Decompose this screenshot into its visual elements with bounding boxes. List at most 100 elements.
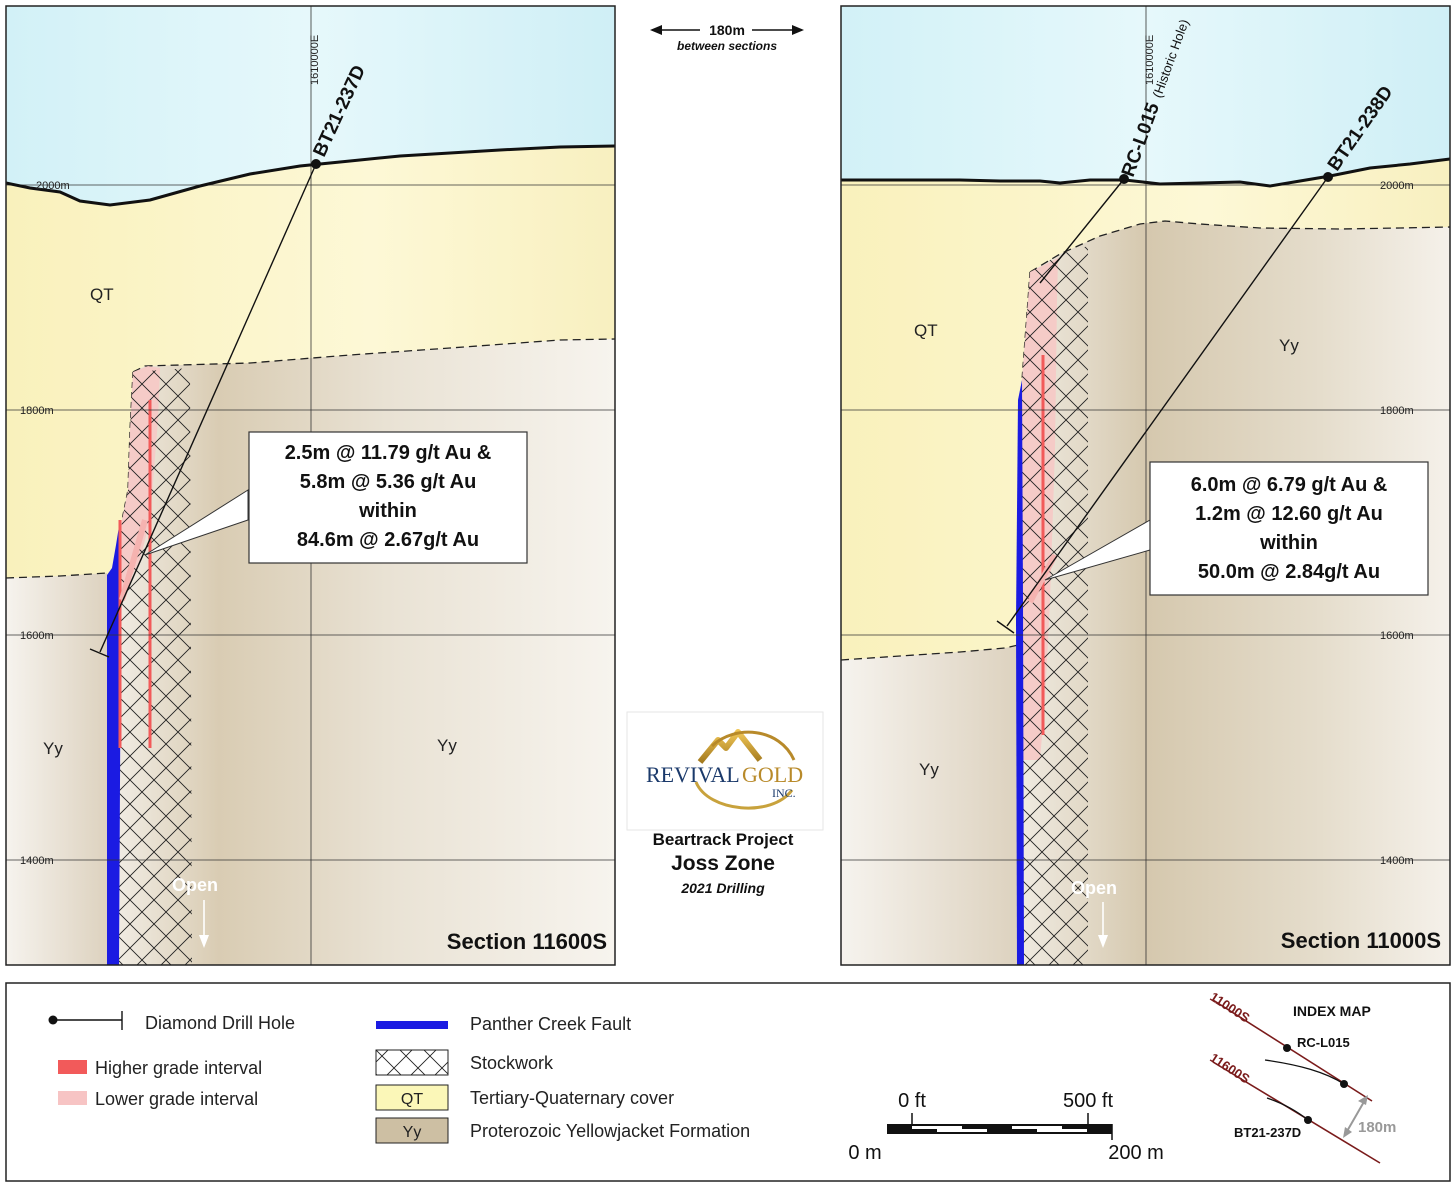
unit-label: Yy [43,739,63,758]
legend-label: Lower grade interval [95,1089,258,1109]
legend-label: Diamond Drill Hole [145,1013,295,1033]
drill-hole-collar [1119,174,1129,184]
index-hole-collar [1283,1044,1291,1052]
yy-qt-contact-lower [6,572,108,579]
scale-m-end: 200 m [1108,1142,1164,1164]
open-label: Open [172,875,218,895]
elevation-labels-right: 2000m 1800m 1600m 1400m [1380,180,1414,867]
drill-hole-trace [1039,178,1125,284]
logo-inc: INC. [772,786,796,800]
project-year: 2021 Drilling [680,880,765,896]
callout-line: 84.6m @ 2.67g/t Au [297,529,479,551]
scale-m-start: 0 m [848,1142,881,1164]
project-zone: Joss Zone [671,852,775,875]
callout-line: within [1259,532,1318,554]
callout-line: 6.0m @ 6.79 g/t Au & [1191,474,1388,496]
scale-bar: 0 ft 500 ft 0 m 200 m [848,1090,1163,1164]
stockwork-zone [1020,246,1088,965]
arrow-left-icon [650,25,662,35]
legend: Diamond Drill Hole Higher grade interval… [5,982,1451,1182]
legend-label: Higher grade interval [95,1058,262,1078]
mountain-icon [697,729,763,764]
callout-pointer [144,489,249,556]
elev-label: 1400m [1380,855,1414,867]
elev-label: 1800m [20,405,54,417]
elev-label: 1600m [20,630,54,642]
index-hole-collar [1340,1080,1348,1088]
scale-ft-start: 0 ft [898,1090,926,1112]
elev-label: 2000m [1380,180,1414,192]
hole-intersection-interval [1027,553,1058,604]
open-label: Open [1071,878,1117,898]
section-grid [841,6,1450,965]
lower-grade-swatch [58,1091,87,1105]
stockwork-swatch [375,1049,449,1076]
swatch-code: QT [401,1091,423,1108]
drill-hole-trace [1006,176,1329,627]
unit-label: QT [914,321,938,340]
panther-creek-fault [1016,380,1024,965]
intercept-callout-left: 2.5m @ 11.79 g/t Au & 5.8m @ 5.36 g/t Au… [248,431,528,564]
swatch-code: Yy [403,1124,422,1141]
yy-swatch [375,1117,449,1144]
spacing-label: 180m [709,22,745,38]
callout-line: within [358,500,417,522]
drill-hole-collar [311,159,321,169]
elevation-labels-left: 2000m 1800m 1600m 1400m [20,180,70,867]
section-11000s [841,6,1450,965]
drill-hole-collar [1323,172,1333,182]
elev-label: 1400m [20,855,54,867]
logo-name-b: GOLD [742,762,803,787]
scale-ft-end: 500 ft [1063,1090,1113,1112]
panther-creek-fault [107,520,121,965]
project-name: Beartrack Project [653,830,794,849]
yy-lower-left-unit [841,645,1018,965]
index-map-title: INDEX MAP [1293,1003,1371,1019]
legend-label: Stockwork [470,1053,554,1073]
unit-label: Yy [437,736,457,755]
ground-surface [6,144,615,207]
section-frame-right [840,5,1451,966]
arrow-right-icon [792,25,804,35]
legend-frame [5,982,1451,1182]
easting-label: 1610000E [1144,35,1156,85]
legend-label: Proterozoic Yellowjacket Formation [470,1121,750,1141]
drill-hole-end [996,620,1015,634]
drill-hole-end [89,648,110,658]
index-hole-label: BT21-237D [1234,1125,1301,1140]
ground-surface [841,157,1450,188]
logo-name-a: REVIVAL [646,762,740,787]
unit-label: Yy [1279,336,1299,355]
qt-swatch [375,1084,449,1111]
index-spacing-label: 180m [1358,1119,1396,1136]
section-title: Section 11000S [1281,928,1441,953]
open-arrowhead [1098,935,1108,948]
callout-line: 2.5m @ 11.79 g/t Au & [285,442,492,464]
drill-hole-trace [99,163,317,653]
spacing-sub-label: between sections [677,39,777,53]
callout-line: 5.8m @ 5.36 g/t Au [300,471,477,493]
unit-label: QT [90,285,114,304]
logo-arc-lower [694,781,794,810]
fault-swatch [376,1021,448,1029]
yy-qt-contact [132,338,615,373]
callout-line: 1.2m @ 12.60 g/t Au [1195,503,1383,525]
stockwork-zone [118,368,192,965]
index-hole-label: RC-L015 [1297,1035,1350,1050]
legend-label: Panther Creek Fault [470,1014,631,1034]
section-spacing-indicator: 180m between sections [650,22,804,53]
open-arrowhead [199,935,209,948]
hole-intersection-interval [119,519,148,601]
index-hole-collar [1304,1116,1312,1124]
elev-label: 1600m [1380,630,1414,642]
yy-qt-contact-lower [841,644,1019,661]
elev-label: 1800m [1380,405,1414,417]
section-title: Section 11600S [447,929,607,954]
elev-label: 2000m [36,180,70,192]
logo-arc [710,730,796,761]
callout-line: 50.0m @ 2.84g/t Au [1198,561,1380,583]
unit-label: Yy [919,760,939,779]
section-frame-left [5,5,616,966]
easting-label: 1610000E [309,35,321,85]
